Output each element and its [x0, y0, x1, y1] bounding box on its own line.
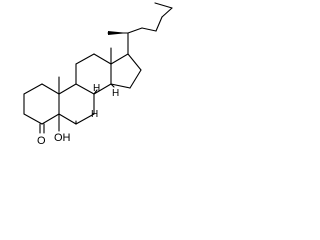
hydroxyl-label: OH	[54, 132, 71, 144]
atom-labels: O OH H H H	[37, 83, 119, 147]
c8-hydrogen-label: H	[93, 83, 100, 94]
stereo-wedges	[108, 31, 128, 35]
c9-hydrogen-label: H	[91, 109, 98, 120]
c14-hydrogen-label: H	[112, 88, 119, 99]
steroid-structure-diagram: O OH H H H	[23, 2, 173, 147]
skeleton-bonds	[23, 2, 173, 134]
c20-methyl-wedge	[108, 31, 128, 35]
carbonyl-oxygen-label: O	[37, 135, 46, 147]
